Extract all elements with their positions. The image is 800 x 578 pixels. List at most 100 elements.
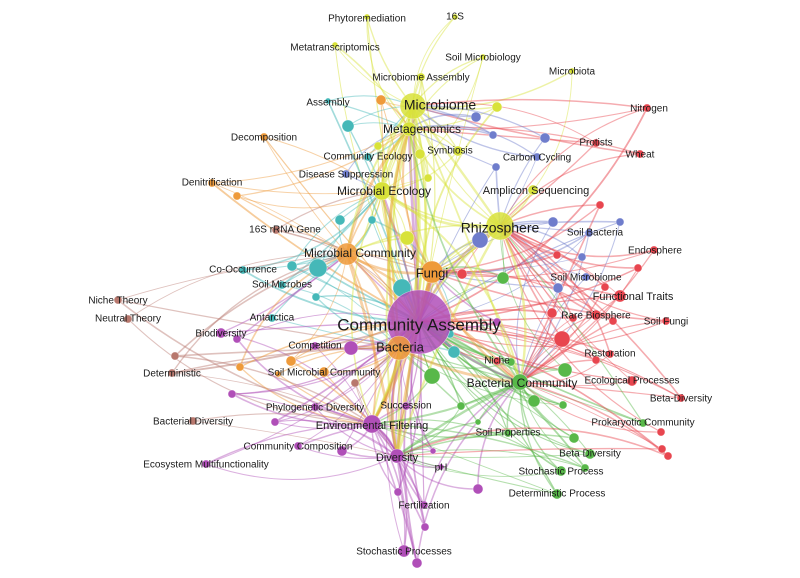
node-disease-suppression <box>341 169 351 179</box>
label-succession: Succession <box>380 401 431 412</box>
link-edge <box>416 381 521 564</box>
node-neutral-theory <box>123 314 133 324</box>
node-unlabeled <box>232 191 242 201</box>
label-community-assembly: Community Assembly <box>337 315 501 334</box>
label-layer: Community AssemblyMicrobiomeRhizosphereM… <box>88 12 712 558</box>
link-edge <box>205 423 373 465</box>
link-edge <box>408 128 497 168</box>
label-fertilization: Fertilization <box>398 501 449 512</box>
link-edge <box>499 107 648 227</box>
label-stochastic-process: Stochastic Process <box>518 467 603 478</box>
link-edge <box>412 105 546 139</box>
label-prokaryotic-community: Prokaryotic Community <box>591 418 694 429</box>
node-unlabeled <box>235 362 245 372</box>
link-edge <box>371 423 509 439</box>
label-16s-rrna-gene: 16S rRNA Gene <box>249 225 321 236</box>
link-edge <box>519 267 639 383</box>
link-edge <box>314 406 398 457</box>
node-niche <box>492 356 502 366</box>
label-deterministic-process: Deterministic Process <box>509 489 606 500</box>
label-microbial-community: Microbial Community <box>304 246 416 260</box>
node-antarctica <box>267 313 277 323</box>
node-unlabeled <box>488 130 498 140</box>
node-unlabeled <box>577 252 587 262</box>
node-biodiversity <box>215 327 227 339</box>
node-unlabeled <box>420 522 430 532</box>
link-edge <box>290 253 348 362</box>
link-edge <box>519 320 667 383</box>
node-co-occurrence <box>238 265 248 275</box>
link-edge <box>386 347 405 552</box>
node-ecosystem-multifunctionality <box>201 459 211 469</box>
node-soil-microbes <box>277 280 287 290</box>
node-metagenomics <box>401 121 417 137</box>
link-edge <box>174 347 400 357</box>
link-edge <box>423 381 521 506</box>
link-edge <box>408 56 484 130</box>
label-16s: 16S <box>446 12 464 23</box>
link-edge <box>499 70 573 227</box>
link-edge <box>127 253 348 320</box>
link-edge <box>297 347 400 447</box>
node-assembly <box>324 97 332 105</box>
link-edge <box>397 346 522 384</box>
node-succession <box>401 401 411 411</box>
link-edge <box>519 381 682 399</box>
node-ecological-processes <box>626 375 638 387</box>
node-denitrification <box>207 178 217 188</box>
label-decomposition: Decomposition <box>231 133 297 144</box>
node-unlabeled <box>399 230 415 246</box>
node-16s-rrna-gene <box>271 225 281 235</box>
link-edge <box>519 320 614 383</box>
link-edge <box>396 455 562 477</box>
link-edge <box>345 128 410 175</box>
link-edge <box>274 419 398 457</box>
label-soil-microbes: Soil Microbes <box>252 280 312 291</box>
node-unlabeled <box>456 268 468 280</box>
link-edge <box>239 366 373 425</box>
label-denitrification: Denitrification <box>182 178 243 189</box>
link-edge <box>236 195 348 255</box>
node-microbiome <box>399 92 427 120</box>
label-deterministic: Deterministic <box>143 369 201 380</box>
label-phylogenetic-diversity: Phylogenetic Diversity <box>266 403 364 414</box>
node-microbiome-assembly <box>416 72 426 82</box>
label-community-ecology: Community Ecology <box>324 152 413 163</box>
node-soil-microbiology <box>479 53 487 61</box>
node-unlabeled <box>423 173 433 183</box>
link-edge <box>396 449 586 469</box>
link-edge <box>412 98 648 109</box>
link-edge <box>412 105 521 383</box>
node-unlabeled <box>491 162 501 172</box>
link-edge <box>281 190 383 286</box>
node-unlabeled <box>527 394 541 408</box>
link-edge <box>519 381 669 457</box>
link-edge <box>431 271 621 297</box>
node-unlabeled <box>663 451 673 461</box>
label-wheat: Wheat <box>626 150 655 161</box>
link-edge <box>418 107 648 323</box>
link-edge <box>205 455 398 480</box>
node-unlabeled <box>492 317 502 327</box>
node-unlabeled <box>595 200 605 210</box>
link-edge <box>171 347 400 374</box>
label-carbon-cycling: Carbon Cycling <box>503 153 571 164</box>
link-edge <box>396 405 462 457</box>
node-unlabeled <box>393 487 403 497</box>
link-edge <box>370 127 421 426</box>
link-edge <box>519 380 633 387</box>
link-edge <box>396 421 479 457</box>
link-edge <box>408 128 597 144</box>
link-edge <box>220 253 348 334</box>
label-endosphere: Endosphere <box>628 246 682 257</box>
node-unlabeled <box>580 463 590 473</box>
node-carbon-cycling <box>532 152 542 162</box>
node-soil-microbiome <box>581 272 591 282</box>
link-edge <box>519 381 662 433</box>
node-unlabeled <box>491 101 503 113</box>
node-prokaryotic-community <box>638 418 648 428</box>
node-unlabeled <box>343 340 359 356</box>
node-unlabeled <box>552 282 564 294</box>
label-soil-fungi: Soil Fungi <box>644 317 688 328</box>
link-edge <box>346 224 501 255</box>
